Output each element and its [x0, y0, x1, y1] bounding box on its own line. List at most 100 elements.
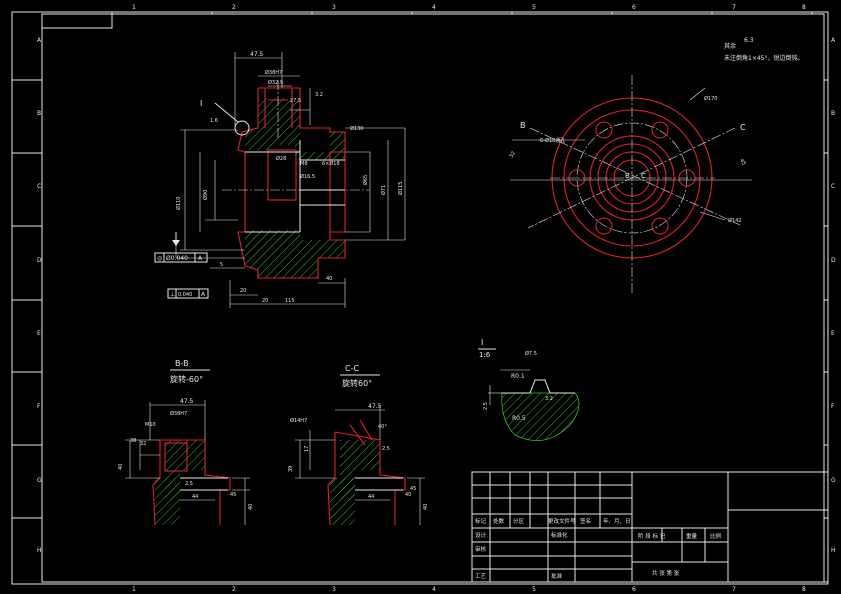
note-chamfer: 未注倒角1×45°，锐边倒钝。: [724, 54, 803, 62]
row-mark: H: [831, 547, 836, 554]
row-mark: C: [831, 183, 835, 190]
dim-text: Ø71: [380, 185, 387, 195]
dim-text: 2.5: [483, 402, 489, 410]
tb-cell: 阶 段 标 记: [638, 532, 666, 540]
dim-text: 47.5: [250, 51, 264, 58]
dim-text: Ø115: [397, 182, 404, 195]
dim-text: Ø170: [704, 95, 717, 102]
dim-text: 20: [262, 298, 268, 304]
dim-text: Ø142: [728, 217, 741, 224]
dim-text: R0.5: [512, 415, 526, 422]
section-c-view: C-C 旋转60° 47.5 Ø14H7 40° 2.5 39 17 40 45…: [288, 364, 429, 526]
tb-cell: 批准: [551, 572, 563, 580]
dim-text: M10: [145, 422, 156, 428]
tb-cell: 签名: [580, 517, 591, 525]
row-mark: A: [37, 37, 42, 44]
dim-text: 5: [220, 262, 223, 268]
dim-text: 44: [192, 494, 198, 500]
tol-symbol: ◎: [157, 255, 162, 262]
tb-cell: 处数: [493, 517, 505, 525]
col-mark: 7: [732, 586, 736, 593]
col-mark: 6: [632, 4, 636, 11]
dim-text: 47.5: [180, 398, 194, 405]
border-zone-ticks: [12, 12, 828, 519]
detail-i-view: I 1:6 Ø7.5 R0.1 R0.5 2.5 3.2: [478, 338, 580, 441]
tb-cell: 比例: [710, 532, 722, 540]
dim-text: 6-Ø18通孔: [540, 137, 565, 144]
tb-cell: 标记: [475, 517, 487, 525]
row-mark: G: [831, 477, 836, 484]
dim-text: Ø38H7: [170, 410, 187, 417]
col-mark: 3: [332, 586, 336, 593]
col-mark: 5: [532, 586, 536, 593]
row-mark: A: [831, 37, 836, 44]
tb-cell: 工艺: [475, 573, 487, 580]
main-section-view: I: [154, 51, 406, 308]
col-mark: 8: [802, 586, 806, 593]
dim-text: Ø16.5: [300, 173, 315, 180]
dim-text: Ø65: [362, 175, 369, 185]
technical-notes: 其余 6.3 未注倒角1×45°，锐边倒钝。: [724, 37, 803, 62]
dim-text: 2.5: [185, 481, 193, 487]
tolerance-frame-coaxial: ◎ Ø0.040 A: [154, 252, 208, 263]
tb-cell: 重量: [686, 532, 698, 540]
dim-text: 40: [118, 464, 124, 470]
col-mark: 4: [432, 4, 436, 11]
dim-text: Ø38H7: [265, 69, 282, 76]
dim-text: Ø7.5: [525, 350, 537, 357]
dim-text: 115: [285, 298, 295, 304]
dim-text: 44: [368, 494, 374, 500]
section-label: C: [740, 123, 746, 132]
section-title: B-B: [175, 359, 189, 368]
title-block: 标记 处数 分区 更改文件号 签名 年、月、日 设计 标准化 审核 工艺 批准 …: [471, 471, 829, 583]
dim-text: Ø14H7: [290, 417, 307, 424]
dim-text: Ø28: [276, 155, 286, 162]
section-label: C: [641, 172, 646, 180]
dim-text: 47.5: [368, 403, 382, 410]
dim-text: 40°: [378, 424, 387, 430]
row-mark: C: [37, 183, 41, 190]
dim-text: Ø110: [175, 197, 182, 210]
tol-symbol: ⊥: [170, 291, 175, 298]
dim-text: 3.2: [315, 92, 323, 98]
dim-text: 20: [240, 288, 246, 294]
section-title: C-C: [345, 364, 359, 373]
row-mark: G: [37, 477, 42, 484]
section-label: B: [520, 121, 526, 130]
section-subtitle: 旋转60°: [342, 378, 372, 388]
note-other: 其余: [724, 42, 736, 50]
dim-text: 45: [230, 492, 236, 498]
col-mark: 8: [802, 4, 806, 11]
col-mark: 6: [632, 586, 636, 593]
dim-text: 3.2: [545, 396, 553, 402]
col-mark: 2: [232, 586, 236, 593]
dim-text: 38: [130, 438, 136, 444]
dim-text: 45: [410, 486, 416, 492]
tol-datum: A: [198, 255, 203, 262]
tol-value: 0.040: [178, 292, 192, 298]
dim-text: R0.1: [511, 373, 525, 380]
dim-text: Ø90: [202, 190, 209, 200]
dim-text: 40: [248, 504, 254, 510]
tb-sheet: 共 张 第 张: [652, 569, 680, 577]
row-mark: E: [831, 330, 835, 337]
col-mark: 1: [132, 4, 136, 11]
tol-datum: A: [201, 291, 206, 298]
dim-text: 45: [738, 158, 746, 167]
detail-mark-label: I: [200, 99, 202, 108]
col-mark: 2: [232, 4, 236, 11]
row-mark: D: [831, 257, 836, 264]
tb-cell: 更改文件号: [548, 517, 576, 525]
note-roughness: 6.3: [744, 37, 754, 44]
datum-triangle: [172, 240, 180, 246]
dim-text: 40: [405, 492, 411, 498]
row-mark: B: [831, 110, 835, 117]
dim-text: 40: [326, 276, 332, 282]
row-mark: B: [37, 110, 41, 117]
tol-value: Ø0.040: [166, 255, 188, 262]
section-subtitle: 旋转-60°: [170, 374, 203, 384]
dim-text: 1.6: [210, 118, 218, 124]
dim-text: 40: [423, 504, 429, 510]
section-label: B: [625, 172, 630, 180]
